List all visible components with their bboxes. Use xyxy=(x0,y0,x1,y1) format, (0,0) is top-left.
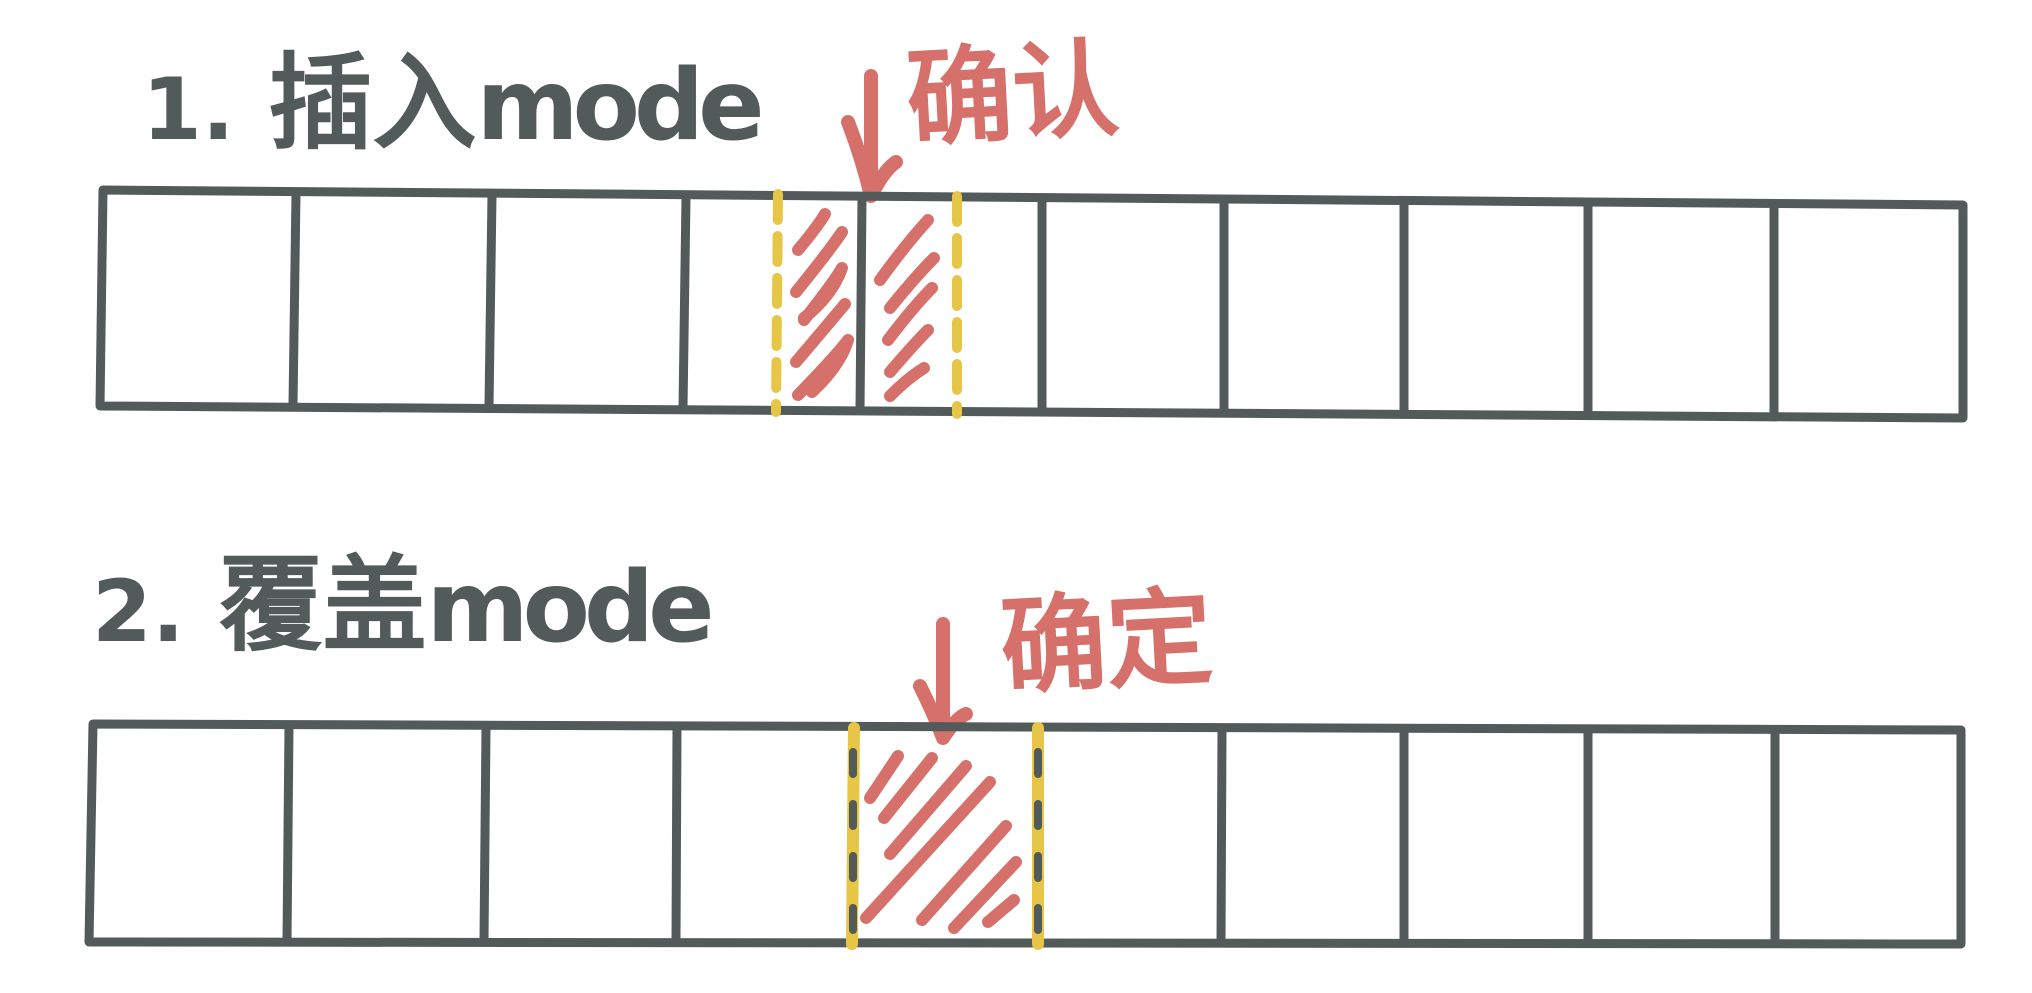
section-1-mode-cn: 插入 xyxy=(268,42,477,164)
section-2-cell-divider xyxy=(671,722,682,946)
section-1-cell-divider xyxy=(484,190,497,411)
section-1-row-outline xyxy=(95,185,1968,423)
section-2-row-outline xyxy=(84,719,1966,949)
section-1-insert-highlight xyxy=(790,208,940,402)
section-2-mode-en: mode xyxy=(426,551,715,665)
section-1-title: 1. 插入mode xyxy=(142,18,765,169)
section-1-cell-divider xyxy=(678,192,691,413)
section-2-cell-divider xyxy=(1216,724,1227,947)
section-1-mode-en: mode xyxy=(476,49,765,163)
section-1-number: 1. xyxy=(142,60,235,160)
down-arrow-icon xyxy=(913,617,973,745)
section-1-left-boundary-marker xyxy=(771,189,783,417)
section-2-title: 2. 覆盖mode xyxy=(92,520,715,671)
section-2-overwrite-highlight xyxy=(860,750,1022,934)
section-2-mode-cn: 覆盖 xyxy=(218,544,427,666)
section-1-cell-divider xyxy=(855,193,867,415)
section-2-cell-divider xyxy=(282,721,294,946)
section-2-cell-divider xyxy=(479,722,491,946)
section-1-cell-divider xyxy=(288,188,301,410)
section-2-number: 2. xyxy=(92,562,185,662)
